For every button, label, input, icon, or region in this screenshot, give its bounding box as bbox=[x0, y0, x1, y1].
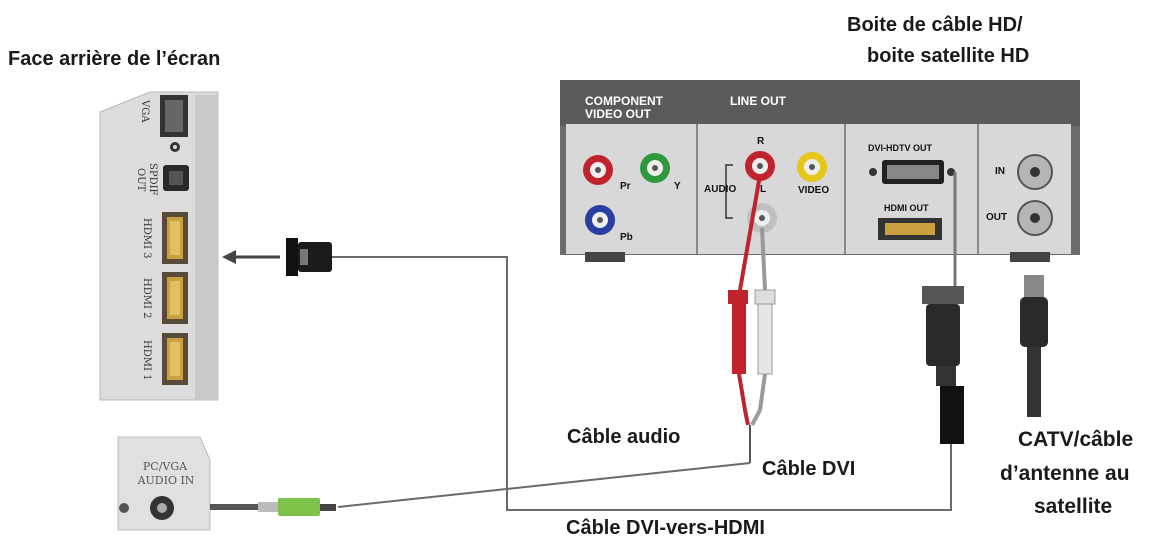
wire-lines bbox=[332, 256, 952, 511]
box-title-line2: boite satellite HD bbox=[867, 45, 1030, 67]
rf-out-jack bbox=[1017, 200, 1053, 236]
component-label-1: COMPONENT bbox=[585, 94, 663, 108]
tv-back-title: Face arrière de l’écran bbox=[8, 48, 221, 70]
audio-label: AUDIO bbox=[704, 184, 737, 195]
out-label: OUT bbox=[986, 212, 1008, 223]
box-title-line1: Boite de câble HD/ bbox=[847, 14, 1023, 36]
audio-in-label: AUDIO IN bbox=[137, 474, 195, 487]
hdmi-port-2 bbox=[162, 272, 188, 324]
audio-rca-cable bbox=[728, 174, 776, 463]
pc-audio-panel bbox=[117, 436, 211, 531]
rf-in-jack bbox=[1017, 154, 1053, 190]
audio-cable-label: Câble audio bbox=[567, 426, 681, 448]
connection-arrow bbox=[222, 250, 280, 264]
pr-jack bbox=[583, 155, 613, 185]
hdmi3-side-label: HDMI 3 bbox=[141, 218, 152, 259]
hdmi-out-port bbox=[878, 218, 942, 240]
hdmi-port-1 bbox=[162, 333, 188, 385]
dvi-hdmi-cable-label: Câble DVI-vers-HDMI bbox=[566, 517, 765, 539]
dvi-plug bbox=[922, 172, 964, 444]
y-label: Y bbox=[674, 181, 681, 192]
hdmi-out-label: HDMI OUT bbox=[884, 203, 929, 213]
catv-label-line1: CATV/câble bbox=[1018, 428, 1134, 451]
l-label: L bbox=[760, 184, 767, 195]
audio-r-jack bbox=[745, 151, 775, 181]
line-out-label: LINE OUT bbox=[730, 94, 786, 108]
hdmi2-side-label: HDMI 2 bbox=[141, 278, 152, 319]
hdmi1-side-label: HDMI 1 bbox=[141, 340, 152, 381]
hd-box-panel bbox=[560, 80, 1080, 262]
spdif-side-label-2: OUT bbox=[135, 168, 146, 192]
hdmi-plug bbox=[286, 238, 332, 276]
pb-jack bbox=[585, 205, 615, 235]
y-jack bbox=[640, 153, 670, 183]
catv-label-line3: satellite bbox=[1034, 495, 1113, 518]
dvi-port bbox=[869, 160, 955, 184]
dvi-out-label: DVI-HDTV OUT bbox=[868, 143, 932, 153]
component-label-2: VIDEO OUT bbox=[585, 107, 652, 121]
tv-back-panel bbox=[99, 91, 219, 401]
dvi-cable-label: Câble DVI bbox=[762, 458, 856, 480]
pr-label: Pr bbox=[620, 181, 631, 192]
pc-vga-label: PC/VGA bbox=[142, 460, 188, 473]
video-label: VIDEO bbox=[798, 185, 830, 196]
audio-35mm-plug bbox=[210, 498, 336, 516]
vga-side-label: VGA bbox=[139, 100, 150, 123]
in-label: IN bbox=[995, 166, 1005, 177]
spdif-side-label-1: SPDIF bbox=[147, 163, 158, 196]
pb-label: Pb bbox=[620, 232, 633, 243]
video-jack bbox=[797, 152, 827, 182]
r-label: R bbox=[757, 136, 765, 147]
hdmi-port-3 bbox=[162, 212, 188, 264]
catv-coax-cable bbox=[1020, 275, 1048, 417]
catv-label-line2: d’antenne au bbox=[1000, 462, 1130, 485]
